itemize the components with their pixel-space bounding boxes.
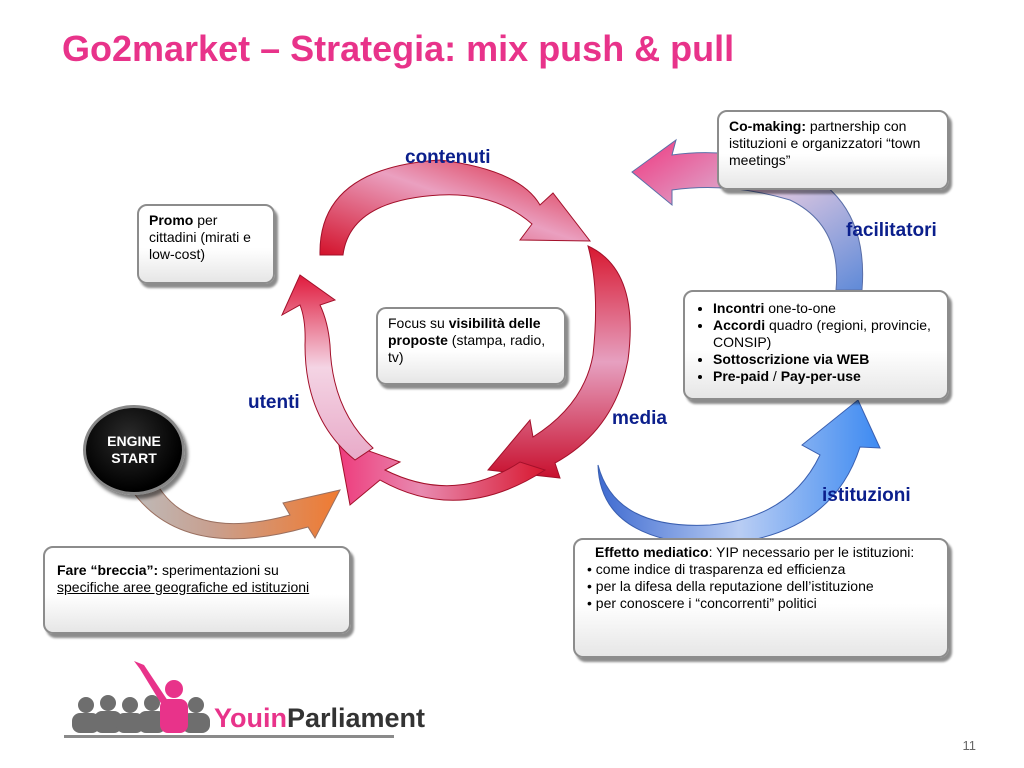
logo-you: Youin [214,703,287,733]
breccia-text: sperimentazioni su [158,562,279,578]
effetto-box: Effetto mediatico: YIP necessario per le… [573,538,949,658]
page-title: Go2market – Strategia: mix push & pull [62,28,735,69]
incontri-b1-text: one-to-one [764,300,836,316]
effetto-title: Effetto mediatico [595,544,709,560]
payperuse-bold: Pay-per-use [780,368,861,384]
engine-start-circle: ENGINE START [83,405,185,495]
incontri-b1-bold: Incontri [713,300,765,316]
engine-line2: START [111,450,157,466]
focus-post: (stampa, radio, tv) [388,332,546,365]
prepaid-bold: Pre-paid [713,368,770,384]
logo-text: YouinParliament [214,703,425,734]
effetto-item-text: per conoscere i “concorrenti” politici [595,595,817,611]
incontri-list: Incontri one-to-one Accordi quadro (regi… [695,300,937,385]
accordi-text: quadro (regioni, provincie, CONSIP) [713,317,931,350]
sottoscrizione-item: Sottoscrizione via WEB [713,351,937,368]
label-istituzioni: istituzioni [822,485,911,506]
effetto-item: • come indice di trasparenza ed efficien… [587,561,846,577]
audience-icon [64,661,394,738]
prepaid-sep: / [769,368,781,384]
youinparliament-logo: YouinParliament [64,655,425,745]
incontri-item: Incontri one-to-one [713,300,937,317]
breccia-box: Fare “breccia”: sperimentazioni su speci… [43,546,351,634]
arrow-istituzioni [597,399,881,546]
breccia-underline: specifiche aree geografiche ed istituzio… [57,579,310,595]
focus-pre: Focus su [388,315,449,331]
focus-box: Focus su visibilità delle proposte (stam… [376,307,566,385]
arrow-utenti-left [280,274,374,461]
arrow-engine-start [124,469,341,540]
effetto-head: Effetto mediatico: YIP necessario per le… [585,544,937,561]
prepaid-item: Pre-paid / Pay-per-use [713,368,937,385]
accordi-bold: Accordi [713,317,766,333]
focus-bold: visibilità delle proposte [388,315,541,348]
sottoscrizione-bold: Sottoscrizione via WEB [713,351,870,367]
arrow-media [487,245,631,479]
label-facilitatori: facilitatori [846,220,937,241]
comaking-title: Co-making: [729,118,806,134]
effetto-item: • per conoscere i “concorrenti” politici [587,595,817,611]
page-number: 11 [962,738,977,753]
label-utenti: utenti [248,392,300,413]
accordi-item: Accordi quadro (regioni, provincie, CONS… [713,317,937,351]
logo-parliament: Parliament [286,703,426,733]
effetto-text: : YIP necessario per le istituzioni: [708,544,915,560]
label-contenuti: contenuti [405,147,491,168]
effetto-item-text: per la difesa della reputazione dell’ist… [595,578,874,594]
promo-box: Promo per cittadini (mirati e low-cost) [137,204,275,284]
incontri-box: Incontri one-to-one Accordi quadro (regi… [683,290,949,400]
arrow-contenuti [319,159,592,256]
effetto-item: • per la difesa della reputazione dell’i… [587,578,874,594]
effetto-item-text: come indice di trasparenza ed efficienza [595,561,846,577]
promo-text: per cittadini (mirati e low-cost) [149,212,251,262]
promo-title: Promo [149,212,194,228]
label-media: media [612,408,667,429]
breccia-title: Fare “breccia”: [57,562,159,578]
comaking-box: Co-making: partnership con istituzioni e… [717,110,949,190]
engine-line1: ENGINE [107,433,161,449]
comaking-text: partnership con istituzioni e organizzat… [729,118,921,168]
